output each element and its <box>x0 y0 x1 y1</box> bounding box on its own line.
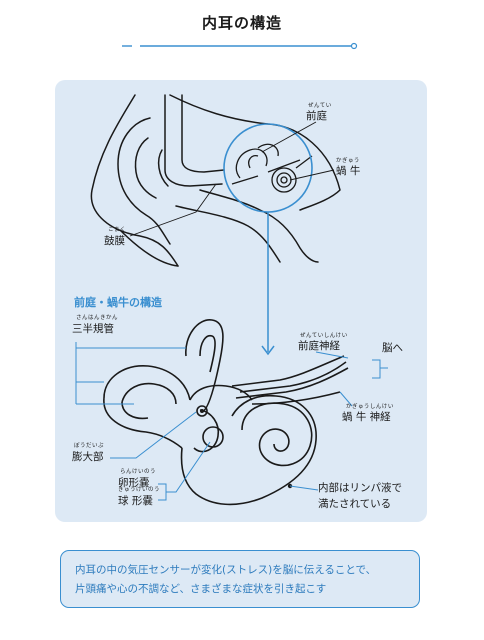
cochlear-nerve-ruby: かぎゅうしんけい <box>346 404 394 410</box>
vestibule-ruby: ぜんてい <box>308 103 332 109</box>
vestibule-label: 前庭 <box>306 110 327 122</box>
semicircular-ruby: さんはんきかん <box>76 315 119 321</box>
title-underline <box>122 42 358 50</box>
magnifier-circle <box>223 123 313 213</box>
cochlea-label: 蝸 牛 <box>336 165 361 177</box>
saccule-label: 球 形嚢 <box>118 495 153 507</box>
inner-ear-small <box>231 143 313 193</box>
semicircular-label: 三半規管 <box>72 323 114 335</box>
ampulla-ruby: ぼうだいぶ <box>74 443 105 449</box>
cochlea-ruby: かぎゅう <box>336 158 360 164</box>
section-title: 前庭・蝸牛の構造 <box>74 296 162 309</box>
diagram-panel <box>55 80 427 522</box>
vestibular-nerve-label: 前庭神経 <box>298 340 340 352</box>
cochlear-nerve-label: 蝸 牛 神経 <box>342 411 391 423</box>
eardrum-label: 鼓膜 <box>104 235 125 247</box>
summary-callout: 内耳の中の気圧センサーが変化(ストレス)を脳に伝えることで、 片頭痛や心の不調な… <box>60 550 420 608</box>
connector-arrow <box>261 212 275 356</box>
callout-line-2: 片頭痛や心の不調など、さまざまな症状を引き起こす <box>75 583 327 595</box>
to-brain-label: 脳へ <box>382 342 403 354</box>
lymph-label-line2: 満たされている <box>318 498 392 510</box>
utricle-label: 卵形嚢 <box>118 477 150 489</box>
outer-ear-illustration <box>90 94 341 267</box>
vestibular-nerve-ruby: ぜんていしんけい <box>300 333 348 339</box>
callout-line-1: 内耳の中の気圧センサーが変化(ストレス)を脳に伝えることで、 <box>75 564 377 576</box>
saccule-ruby: きゅうけいのう <box>118 487 161 493</box>
ampulla-label: 膨大部 <box>72 451 104 463</box>
page-title: 内耳の構造 <box>201 14 282 32</box>
utricle-ruby: らんけいのう <box>120 469 157 475</box>
lymph-label-line1: 内部はリンパ液で <box>318 482 402 494</box>
eardrum-ruby: こまく <box>108 227 127 233</box>
inner-ear-large <box>103 319 349 506</box>
